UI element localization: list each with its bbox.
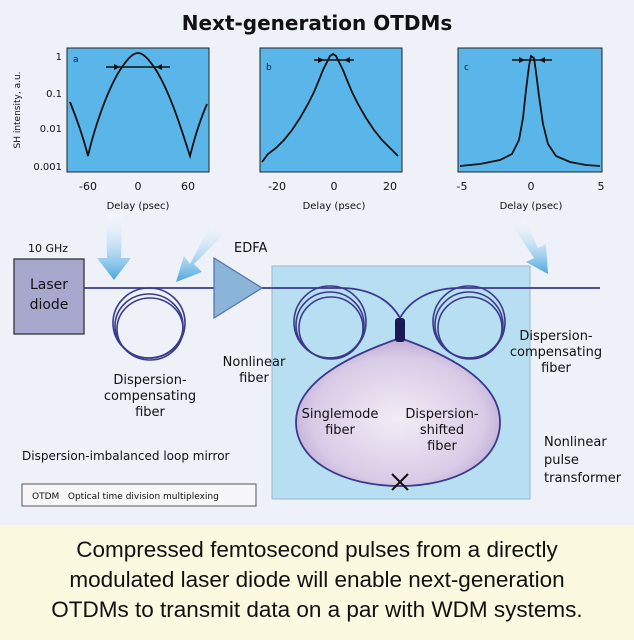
plot-b-curve (261, 52, 399, 163)
npt-label-line1: Nonlinear (544, 435, 607, 450)
arrow-to-dcf-output (176, 222, 224, 282)
plot-c-curve (459, 54, 601, 167)
dcf1-label-line1: Dispersion- (113, 373, 187, 388)
dcf-coil-1 (112, 287, 186, 361)
plot-panel-b: b -20 0 20 Delay (psec) (259, 47, 403, 212)
y-tick-0-01: 0.01 (40, 124, 62, 135)
laser-diode-label-line1: Laser (30, 277, 68, 293)
npt-label-line3: transformer (544, 471, 622, 486)
laser-diode-label-line2: diode (30, 297, 69, 313)
plot-b-tick-x-1: 0 (331, 180, 338, 193)
plot-b-x-label: Delay (psec) (303, 201, 366, 212)
arrow-to-laser-output (97, 214, 131, 280)
edfa-label: EDFA (234, 241, 268, 256)
legend-text: OTDM Optical time division multiplexing (32, 492, 219, 502)
plot-b-tick-x-0: -20 (268, 180, 286, 193)
rep-rate-label: 10 GHz (28, 242, 68, 255)
dsf-label-line1: Dispersion- (405, 407, 479, 422)
y-tick-0-1: 0.1 (46, 89, 62, 100)
figure: Next-generation OTDMs a -60 0 60 Delay (… (0, 0, 634, 525)
dcf1-label-line3: fiber (135, 405, 165, 420)
plot-a-tick-x-1: 0 (135, 180, 142, 193)
plot-c-tick-x-1: 0 (528, 180, 535, 193)
caption-line-1: Compressed femtosecond pulses from a dir… (76, 537, 558, 562)
dsf-label-line2: shifted (420, 423, 464, 438)
otdm-diagram: Next-generation OTDMs a -60 0 60 Delay (… (13, 11, 622, 507)
plot-b-letter: b (266, 63, 272, 73)
sagnac-loop-shading (296, 338, 500, 486)
plot-a-curve (69, 52, 208, 160)
y-tick-0-001: 0.001 (33, 162, 62, 173)
dcf2-label-line2: compensating (510, 345, 602, 360)
legend-box (21, 483, 257, 507)
plot-a-letter: a (73, 55, 79, 65)
plot-panel-a: a -60 0 60 Delay (psec) (66, 47, 210, 212)
figure-title: Next-generation OTDMs (182, 11, 453, 35)
nonlinear-fiber-coil (293, 285, 367, 360)
dcf2-label-line3: fiber (541, 361, 571, 376)
fiber-coupler (395, 318, 405, 342)
singlemode-label-line2: fiber (325, 423, 355, 438)
dsf-label-line3: fiber (427, 439, 457, 454)
plot-a-tick-x-2: 60 (181, 180, 195, 193)
nonlinear-fiber-label-line2: fiber (239, 371, 269, 386)
npt-output-fiber (399, 287, 600, 319)
dcf2-label-line1: Dispersion- (519, 329, 593, 344)
caption-line-3: OTDMs to transmit data on a par with WDM… (51, 597, 583, 622)
plot-b-area (259, 47, 403, 173)
arrow-to-npt-output (514, 218, 548, 274)
nonlinear-fiber-label-line1: Nonlinear (223, 355, 286, 370)
caption-band: Compressed femtosecond pulses from a dir… (0, 525, 634, 640)
plot-c-area (457, 47, 603, 173)
npt-label-line2: pulse (544, 453, 579, 468)
laser-diode-box (13, 258, 85, 335)
plot-c-letter: c (464, 63, 469, 73)
plot-a-x-label: Delay (psec) (107, 201, 170, 212)
plot-c-arrowheads (519, 57, 545, 63)
sagnac-loop-fiber (295, 337, 501, 487)
dcf1-label-line2: compensating (104, 389, 196, 404)
loop-mirror-label: Dispersion-imbalanced loop mirror (22, 449, 230, 463)
plot-c-tick-x-0: -5 (457, 180, 468, 193)
plot-c-x-label: Delay (psec) (500, 201, 563, 212)
plot-panel-c: c -5 0 5 Delay (psec) (457, 47, 605, 212)
polarization-controller-x (391, 473, 409, 491)
plot-b-tick-x-2: 20 (383, 180, 397, 193)
y-axis-label: SH intensity, a.u. (13, 71, 23, 148)
plot-a-tick-x-0: -60 (79, 180, 97, 193)
singlemode-label-line1: Singlemode (302, 407, 379, 422)
y-tick-1: 1 (56, 52, 62, 63)
plot-c-tick-x-2: 5 (598, 180, 605, 193)
caption-line-2: modulated laser diode will enable next-g… (69, 567, 565, 592)
dcf-coil-2 (432, 285, 506, 360)
edfa-amplifier (213, 256, 264, 320)
plot-a-area (66, 47, 210, 173)
